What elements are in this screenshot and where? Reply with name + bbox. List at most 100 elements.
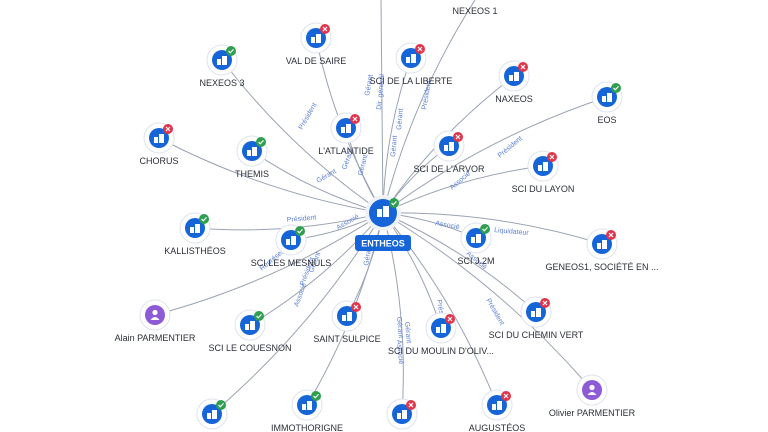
edge-label: Gérant [403,322,412,344]
status-ok-icon [311,391,321,401]
node-scilesmesnuls[interactable]: SCI LES MESNULS [251,224,332,268]
person-icon [587,384,597,395]
building-icon [397,410,407,419]
node-label: SCI DU LAYON [512,184,575,194]
status-ok-icon [199,214,209,224]
edge-label: Associé [395,340,404,365]
center-label-badge [355,235,411,251]
building-icon [377,206,389,217]
node-saintsulpice[interactable]: SAINT SULPICE [313,300,381,344]
node-immothorigne[interactable]: IMMOTHORIGNE [271,389,343,432]
building-icon [444,142,454,151]
node-scidulayon[interactable]: SCI DU LAYON [512,150,575,194]
check-icon [256,313,262,319]
edge-label: Gérant [363,244,374,266]
node-label: SAINT SULPICE [313,334,380,344]
edge-top [380,0,384,214]
node-label: VAL DE SAIRE [286,56,347,66]
person-icon [150,309,160,320]
node-bottommid[interactable] [386,398,418,430]
node-label: IMMOTHORIGNE [271,423,343,432]
building-icon [302,401,312,410]
node-label: SCI DU CHEMIN VERT [489,330,584,340]
edge-label: Gérant [364,74,375,96]
edge-label: Président [484,298,505,327]
node-olivier[interactable]: Olivier PARMENTIER [549,374,636,418]
edge-label: Gérant [390,135,399,157]
edge-label: Associé [435,220,460,231]
building-icon [286,236,296,245]
check-icon [228,48,234,54]
cross-icon [417,46,423,52]
node-label: KALLISTHÉOS [164,246,226,256]
edge-label: Gérant [357,154,369,177]
cross-icon [503,393,509,399]
edge-label: Dir. général [376,73,386,110]
node-label: SCI DU MOULIN D'OLIV... [388,346,494,356]
center-label: ENTHEOS [361,239,405,249]
edge-scilecouesnon [249,212,384,326]
center-node[interactable]: ENTHEOS [355,195,411,251]
node-label: NEXEOS 1 [452,6,497,16]
node-augusteos[interactable]: AUGUSTÉOS [469,389,526,432]
node-eos[interactable]: EOS [591,81,623,125]
node-scidumoulin[interactable]: SCI DU MOULIN D'OLIV... [388,312,494,356]
building-icon [538,162,548,171]
edge-chorus [158,137,384,214]
building-icon [311,34,321,43]
node-label: AUGUSTÉOS [469,423,526,432]
node-chorus[interactable]: CHORUS [139,122,179,166]
cross-icon [352,116,358,122]
node-label: GENEOS1, SOCIÉTÉ EN ... [545,262,658,272]
building-icon [471,234,481,243]
node-geneos1[interactable]: GENEOS1, SOCIÉTÉ EN ... [545,228,659,272]
building-icon [406,54,416,63]
cross-icon [165,126,171,132]
edge-label: Gérant [396,108,405,130]
building-icon [341,124,351,133]
check-icon [297,228,303,234]
node-label: Alain PARMENTIER [115,333,196,343]
check-icon [218,402,224,408]
cross-icon [353,304,359,310]
node-label: SCI LES MESNULS [251,258,332,268]
building-icon [531,308,541,317]
edge-label: Président [497,135,524,159]
check-icon [613,85,619,91]
check-icon [391,200,397,206]
node-scilecouesnon[interactable]: SCI LE COUESNON [208,309,292,353]
edge-label: Gérant [395,317,404,339]
node-label: SCI DE L'ARVOR [413,164,485,174]
node-scidelarvor[interactable]: SCI DE L'ARVOR [413,130,485,174]
node-bottomleft[interactable] [196,398,228,430]
status-ok-icon [256,137,266,147]
node-alain[interactable]: Alain PARMENTIER [115,299,196,343]
cross-icon [549,154,555,160]
node-nexeos1[interactable]: NEXEOS 1 [452,6,497,16]
edge-nexeos3 [221,59,384,214]
node-latlantide[interactable]: L'ATLANTIDE [318,112,374,156]
status-ok-icon [254,311,264,321]
node-label: L'ATLANTIDE [318,146,374,156]
node-label: EOS [597,115,616,125]
cross-icon [455,134,461,140]
node-scij2m[interactable]: SCI J.2M [457,222,495,266]
edge-eos [382,96,608,214]
node-kallistheos[interactable]: KALLISTHÉOS [164,212,226,256]
node-nexeos3[interactable]: NEXEOS 3 [199,44,245,88]
check-icon [258,139,264,145]
building-icon [602,93,612,102]
node-label: NEXEOS 3 [199,78,244,88]
node-label: NAXEOS [495,94,533,104]
node-scidecheminvert[interactable]: SCI DU CHEMIN VERT [489,296,584,340]
node-valdesaire[interactable]: VAL DE SAIRE [286,22,347,66]
node-naxeos[interactable]: NAXEOS [495,60,533,104]
node-themis[interactable]: THEMIS [235,135,269,179]
node-label: Olivier PARMENTIER [549,408,636,418]
node-label: SCI DE LA LIBERTE [370,76,453,86]
status-ok-icon [295,226,305,236]
node-label: SCI J.2M [457,256,494,266]
building-icon [597,240,607,249]
node-scilaliberte[interactable]: SCI DE LA LIBERTE [370,42,453,86]
